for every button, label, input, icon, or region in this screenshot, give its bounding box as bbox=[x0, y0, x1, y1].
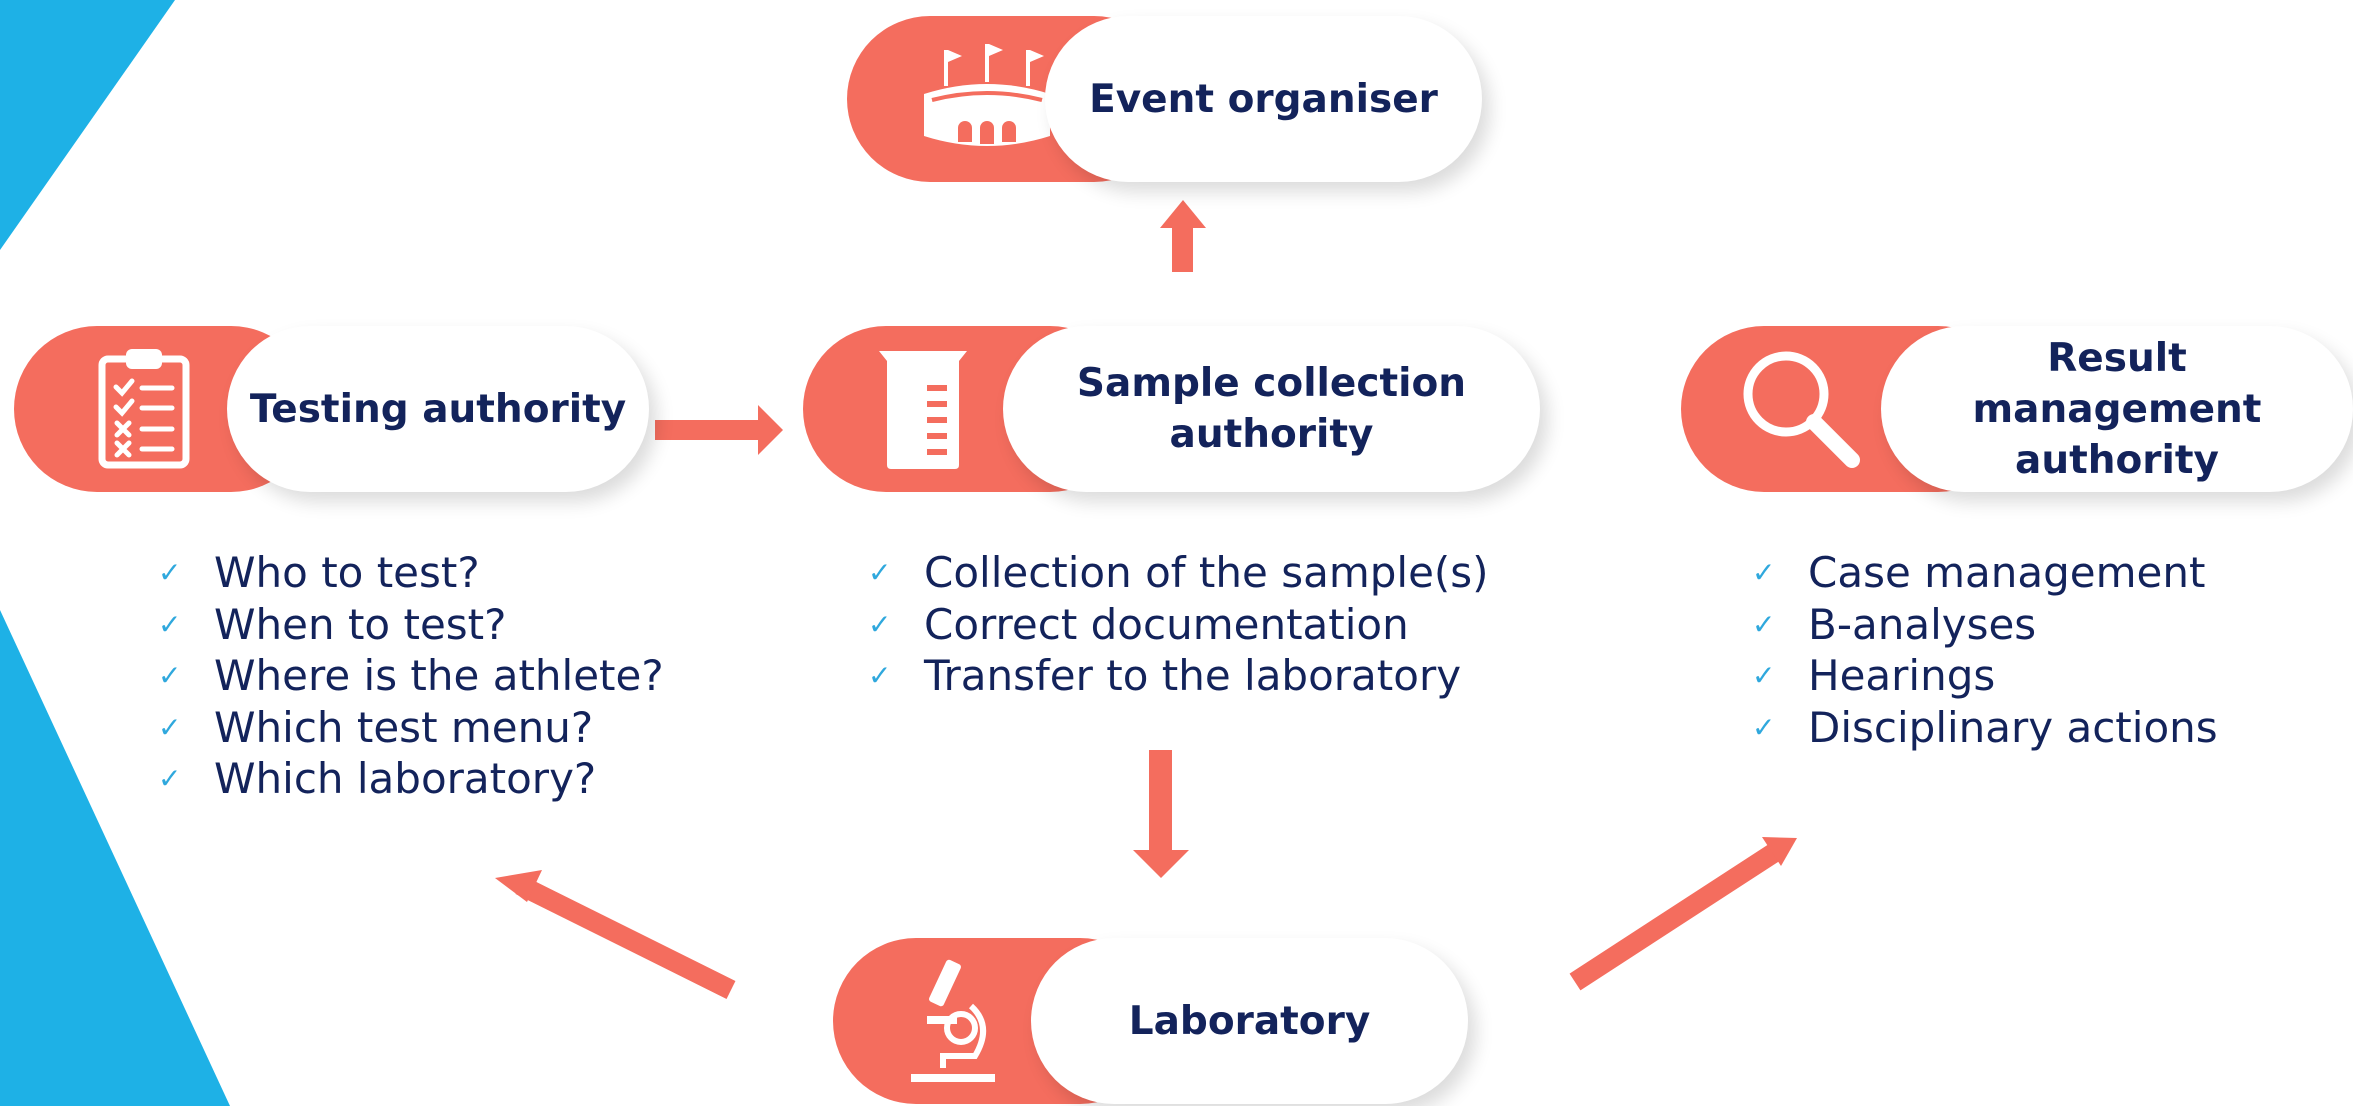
node-laboratory-label: Laboratory bbox=[1128, 998, 1371, 1044]
check-icon: ✓ bbox=[158, 607, 182, 641]
node-sample-collection: Sample collection authority bbox=[803, 326, 1540, 492]
node-testing-authority-label: Testing authority bbox=[249, 386, 627, 432]
list-item: ✓Correct documentation bbox=[868, 599, 1409, 649]
check-icon: ✓ bbox=[158, 556, 182, 590]
check-icon: ✓ bbox=[1752, 659, 1776, 693]
list-item: ✓Which laboratory? bbox=[158, 754, 597, 804]
check-icon: ✓ bbox=[1752, 607, 1776, 641]
list-item: ✓When to test? bbox=[158, 599, 507, 649]
list-item: ✓Which test menu? bbox=[158, 702, 594, 752]
clipboard-checklist-icon bbox=[64, 326, 224, 492]
node-result-management: Result management authority bbox=[1681, 326, 2353, 492]
result-management-list: ✓Case management ✓B-analyses ✓Hearings ✓… bbox=[1752, 547, 2218, 753]
node-laboratory: Laboratory bbox=[833, 938, 1468, 1104]
node-testing-authority-card: Testing authority bbox=[227, 326, 649, 492]
check-icon: ✓ bbox=[868, 556, 892, 590]
check-icon: ✓ bbox=[868, 659, 892, 693]
check-icon: ✓ bbox=[868, 607, 892, 641]
check-icon: ✓ bbox=[158, 659, 182, 693]
stadium-icon bbox=[887, 16, 1087, 182]
list-item: ✓Hearings bbox=[1752, 651, 1996, 701]
list-item: ✓Case management bbox=[1752, 548, 2206, 598]
list-item: ✓Where is the athlete? bbox=[158, 651, 664, 701]
sample-collection-list: ✓Collection of the sample(s) ✓Correct do… bbox=[868, 547, 1489, 702]
node-event-organiser-card: Event organiser bbox=[1045, 16, 1482, 182]
check-icon: ✓ bbox=[1752, 710, 1776, 744]
microscope-icon bbox=[883, 938, 1023, 1104]
check-icon: ✓ bbox=[158, 710, 182, 744]
list-item: ✓Disciplinary actions bbox=[1752, 702, 2218, 752]
node-event-organiser-label: Event organiser bbox=[1089, 76, 1438, 122]
node-result-management-card: Result management authority bbox=[1881, 326, 2353, 492]
node-laboratory-card: Laboratory bbox=[1031, 938, 1468, 1104]
check-icon: ✓ bbox=[1752, 556, 1776, 590]
list-item: ✓Transfer to the laboratory bbox=[868, 651, 1462, 701]
node-sample-collection-card: Sample collection authority bbox=[1003, 326, 1540, 492]
node-sample-collection-label: Sample collection authority bbox=[1076, 361, 1467, 457]
check-icon: ✓ bbox=[158, 762, 182, 796]
node-event-organiser: Event organiser bbox=[847, 16, 1482, 182]
list-item: ✓B-analyses bbox=[1752, 599, 2037, 649]
beaker-icon bbox=[853, 326, 993, 492]
node-result-management-label: Result management authority bbox=[1972, 335, 2262, 483]
node-testing-authority: Testing authority bbox=[14, 326, 649, 492]
testing-authority-list: ✓Who to test? ✓When to test? ✓Where is t… bbox=[158, 547, 664, 805]
list-item: ✓Who to test? bbox=[158, 548, 480, 598]
magnifier-icon bbox=[1721, 326, 1881, 492]
list-item: ✓Collection of the sample(s) bbox=[868, 548, 1489, 598]
